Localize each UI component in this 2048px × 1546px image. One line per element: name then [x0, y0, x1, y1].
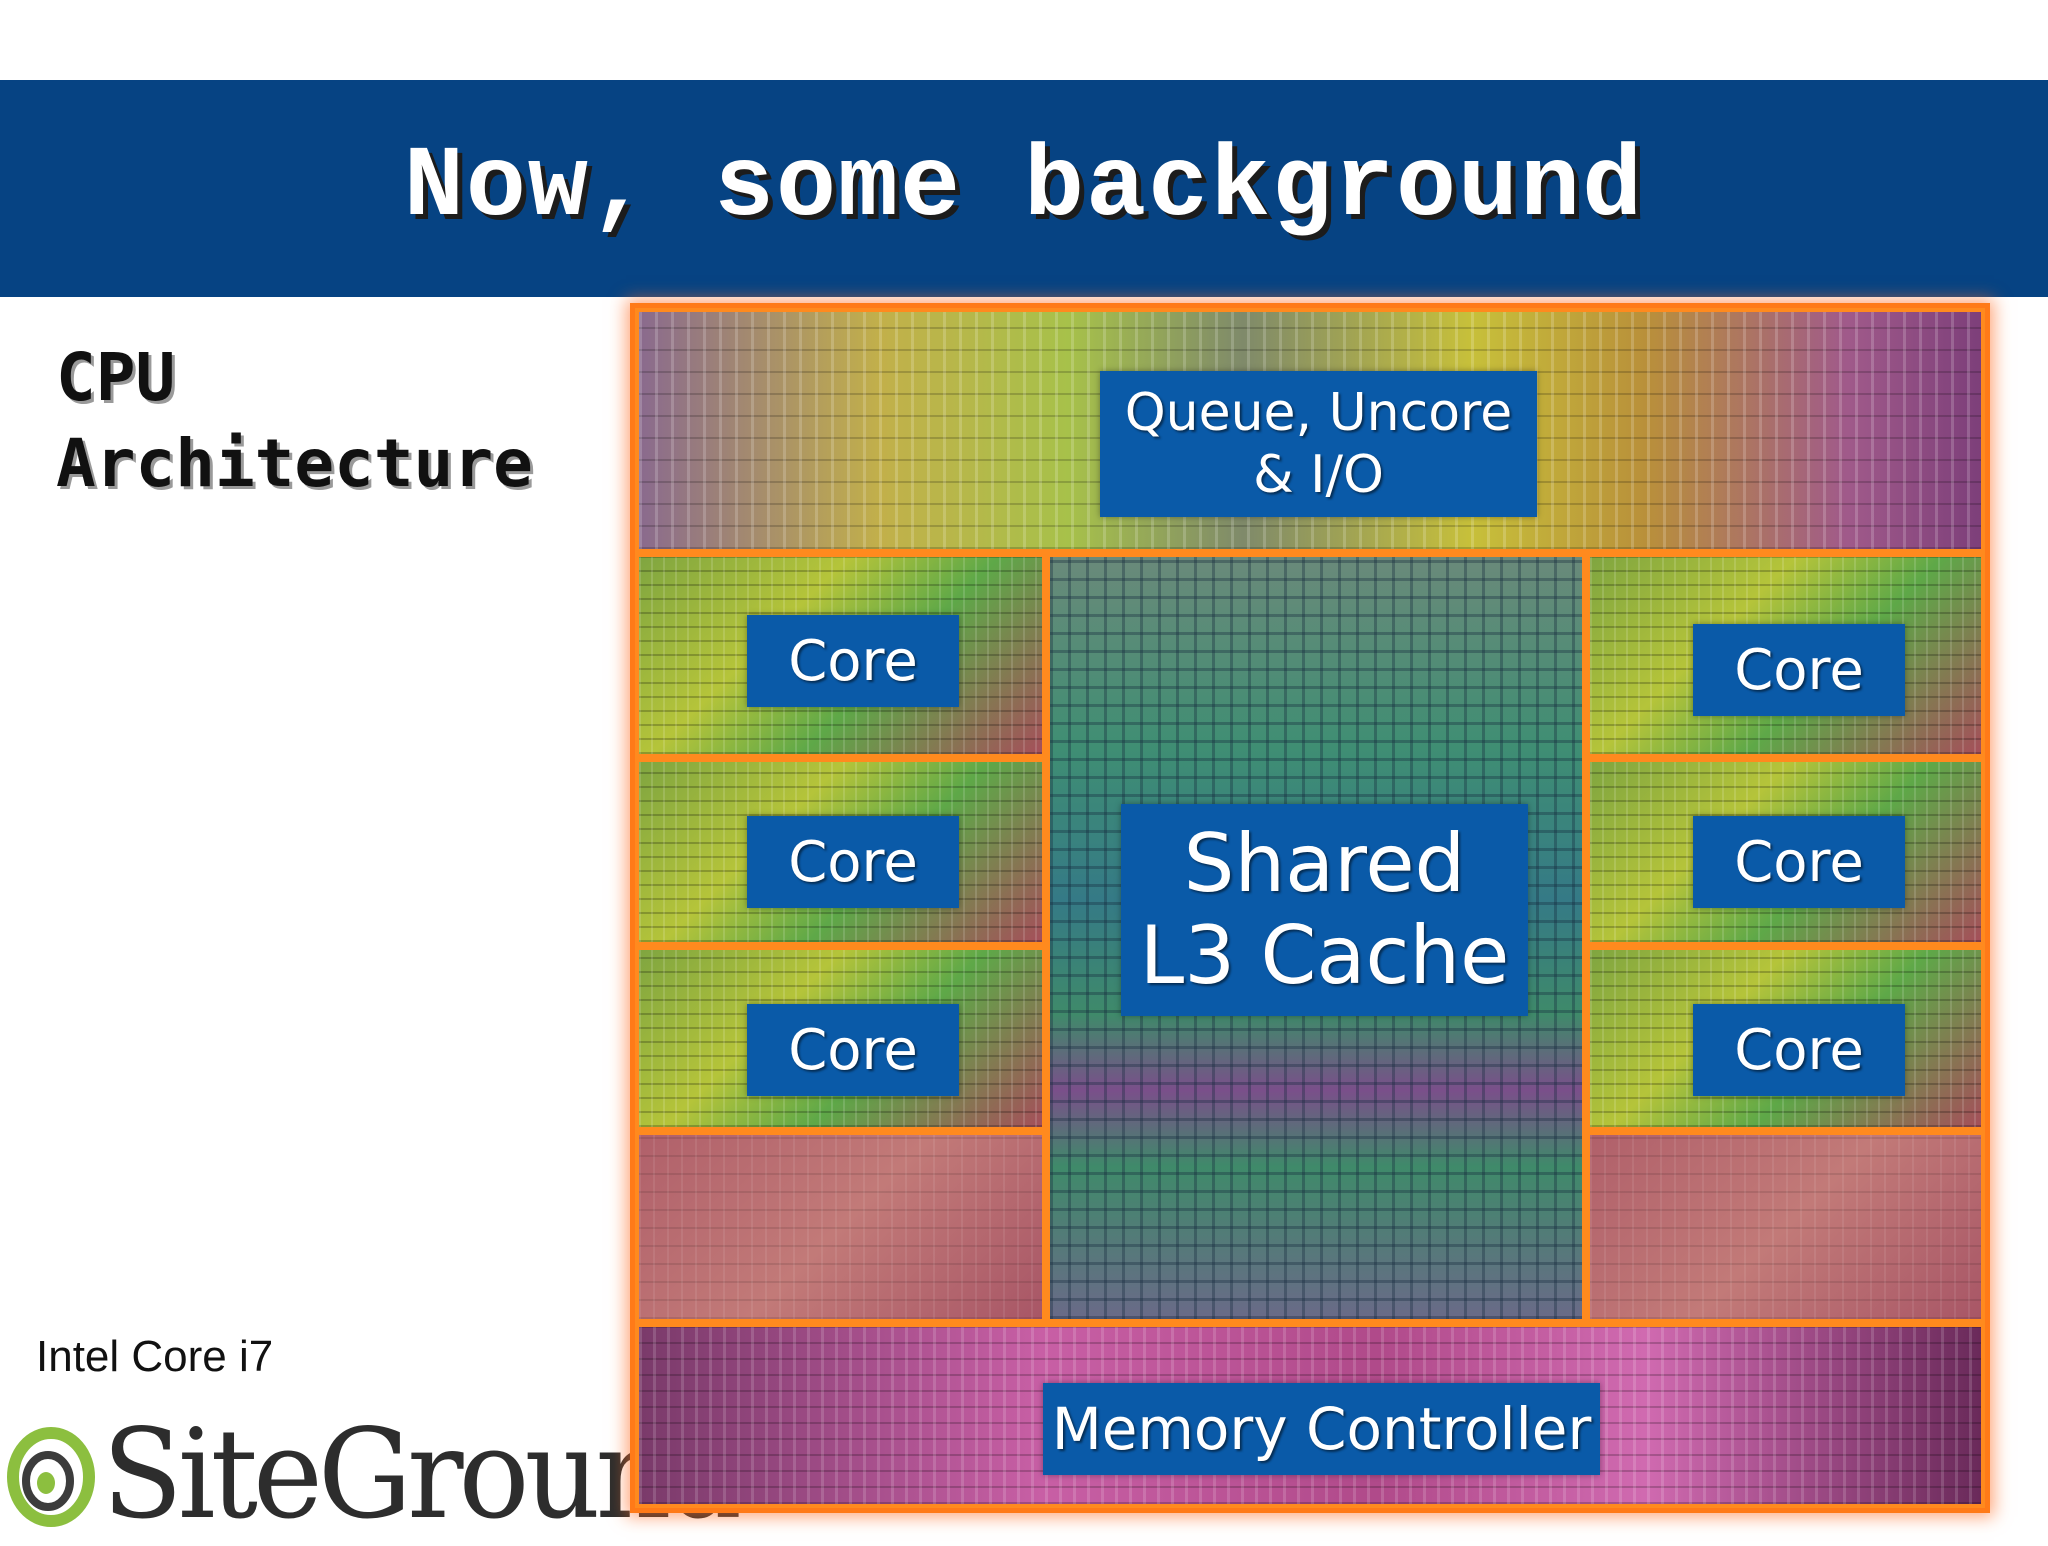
core-label-left-1: Core: [747, 615, 959, 707]
side-heading-line-1: CPU: [56, 339, 176, 416]
siteground-logo: SiteGround: [6, 1402, 742, 1546]
l3-cache-label-line-1: Shared: [1183, 817, 1466, 910]
spare-region-left: [635, 1131, 1046, 1323]
core-label-left-3: Core: [747, 1004, 959, 1096]
core-label-left-2: Core: [747, 816, 959, 908]
memory-controller-label: Memory Controller: [1043, 1383, 1600, 1475]
uncore-label-line-1: Queue, Uncore: [1124, 383, 1513, 443]
side-heading-line-2: Architecture: [56, 425, 533, 502]
l3-cache-label-line-2: L3 Cache: [1139, 909, 1510, 1002]
side-heading: CPU Architecture: [56, 335, 533, 507]
core-label-right-1: Core: [1693, 624, 1905, 716]
core-label-right-3: Core: [1693, 1004, 1905, 1096]
cpu-die-photo: Queue, Uncore & I/O Core Core Core Core …: [630, 303, 1990, 1513]
uncore-label: Queue, Uncore & I/O: [1100, 371, 1537, 517]
spare-region-right: [1586, 1131, 1985, 1323]
uncore-label-line-2: & I/O: [1253, 445, 1384, 505]
l3-cache-label: Shared L3 Cache: [1121, 804, 1528, 1016]
core-label-right-2: Core: [1693, 816, 1905, 908]
chip-caption: Intel Core i7: [36, 1332, 274, 1381]
slide-title: Now, some background: [403, 132, 1645, 245]
siteground-swirl-icon: [7, 1427, 95, 1527]
title-bar: Now, some background: [0, 80, 2048, 297]
